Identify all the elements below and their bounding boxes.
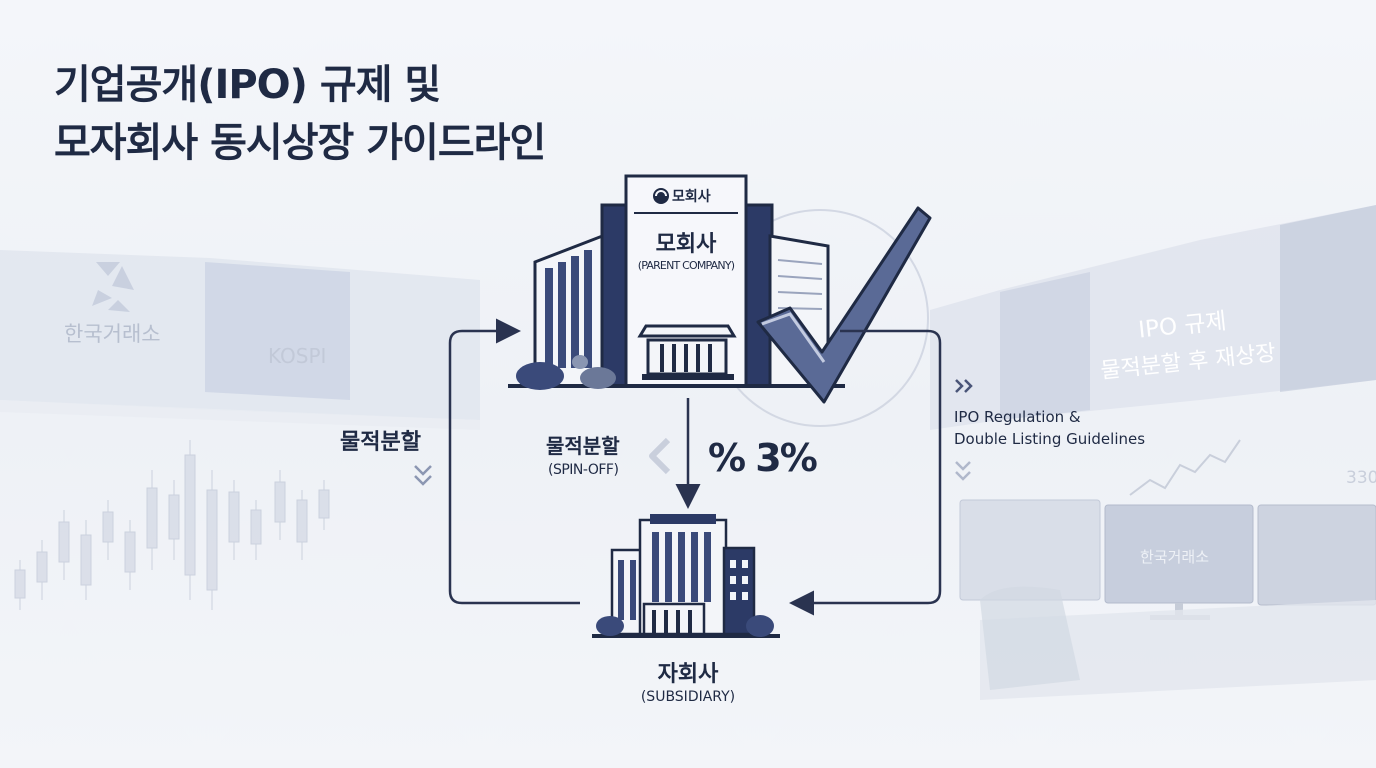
spin-off-label: 물적분할: [546, 434, 620, 458]
approval-check-icon: [756, 206, 932, 404]
left-kospi-label: KOSPI: [268, 344, 327, 368]
parent-name: 모회사: [655, 232, 717, 257]
left-loop-arrow: [448, 318, 580, 605]
double-chevron-down-right-icon: [955, 461, 971, 481]
line-chart-decoration: [1129, 439, 1241, 496]
parent-subtitle: (PARENT COMPANY): [637, 259, 735, 272]
subsidiary-subtitle: (SUBSIDIARY): [640, 689, 736, 705]
right-monitor-label: 한국거래소: [1140, 548, 1210, 566]
guideline-line-1: IPO Regulation &: [954, 408, 1081, 426]
spin-off-subtitle: (SPIN-OFF): [548, 462, 619, 478]
double-chevron-right-icon: [955, 379, 973, 393]
right-loop-arrow: [789, 329, 942, 616]
parent-logo-icon: [653, 188, 669, 204]
chevron-left-icon: [649, 437, 671, 475]
page-title-line-2: 모자회사 동시상장 가이드라인: [54, 120, 546, 166]
parent-sign-label: 모회사: [672, 189, 711, 205]
percent-label: % 3%: [708, 436, 818, 480]
subsidiary-name: 자회사: [657, 662, 719, 687]
trading-monitors-decoration: [959, 499, 1376, 700]
guideline-line-2: Double Listing Guidelines: [954, 430, 1146, 448]
page-title-line-1: 기업공개(IPO) 규제 및: [54, 62, 441, 108]
left-screen-label: 한국거래소: [64, 322, 161, 346]
subsidiary-building: [592, 514, 780, 638]
right-number-decoration: 330: [1346, 468, 1376, 488]
left-spin-off-label: 물적분할: [340, 430, 421, 455]
candlestick-chart-decoration: [14, 440, 330, 610]
exchange-logo-icon: [92, 262, 134, 312]
double-chevron-down-icon: [414, 465, 432, 486]
